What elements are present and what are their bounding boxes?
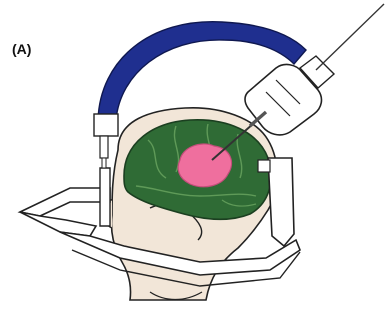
stereotactic-biopsy-illustration: (A) bbox=[0, 0, 387, 321]
illustration-canvas bbox=[0, 0, 387, 321]
